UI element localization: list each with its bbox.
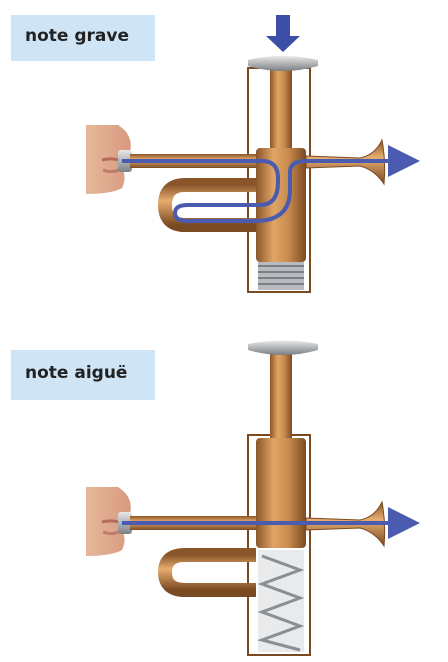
valve-loop-2 bbox=[157, 548, 256, 597]
piston-stem-2 bbox=[270, 352, 292, 442]
panel-note-aigue bbox=[86, 340, 420, 656]
piston-stem bbox=[270, 70, 292, 150]
label-note-aigue: note aiguë bbox=[11, 350, 155, 400]
panel-note-grave bbox=[86, 15, 420, 293]
press-arrow-icon bbox=[266, 15, 300, 52]
label-note-grave: note grave bbox=[11, 15, 155, 61]
air-flow-arrow bbox=[122, 145, 420, 223]
spring-icon-2 bbox=[257, 550, 305, 652]
spring-icon bbox=[258, 262, 304, 290]
piston-cap bbox=[248, 56, 318, 71]
piston-cap-2 bbox=[248, 340, 318, 355]
piston-body-2 bbox=[256, 438, 306, 548]
piston-body bbox=[256, 148, 306, 262]
valve-loop bbox=[157, 178, 256, 232]
mouth-icon-2 bbox=[86, 487, 131, 556]
